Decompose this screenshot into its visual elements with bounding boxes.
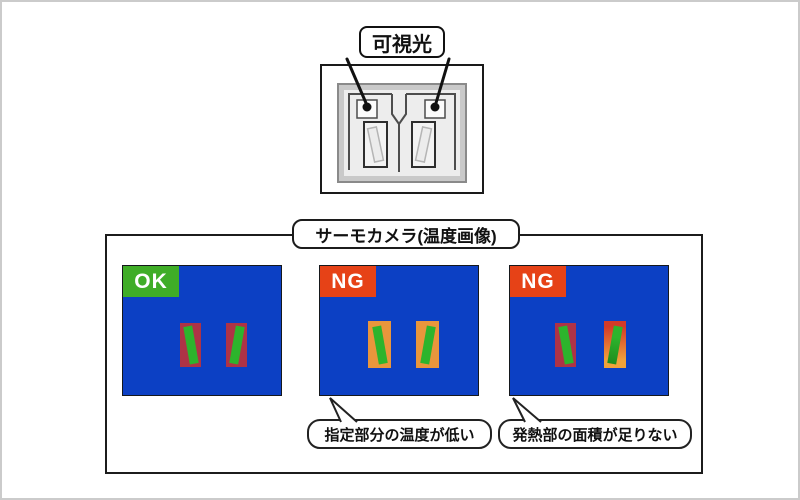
heater-element-left <box>366 126 385 163</box>
thermal-pad <box>416 321 439 368</box>
callout-low-temperature: 指定部分の温度が低い <box>307 419 492 449</box>
thermal-image-ng-small-area: NG <box>509 265 669 396</box>
heater-bar <box>557 325 574 365</box>
heater-bar <box>607 325 623 364</box>
heater-bar <box>371 325 388 364</box>
device-illustration <box>320 64 484 194</box>
heater-bar <box>182 325 199 365</box>
heater-element-right <box>414 126 433 163</box>
plate-edges <box>348 93 456 170</box>
heater-bar <box>419 325 436 364</box>
thermal-image-ng-low-temp: NG <box>319 265 479 396</box>
thermal-image-ok: OK <box>122 265 282 396</box>
thermal-pad <box>226 323 247 367</box>
ok-badge: OK <box>123 266 179 297</box>
thermal-pad-gradient <box>604 321 626 368</box>
thermal-camera-label: サーモカメラ(温度画像) <box>292 219 520 249</box>
heater-bar <box>228 325 245 365</box>
center-channel <box>391 94 407 172</box>
target-square-right <box>424 99 446 119</box>
target-square-left <box>356 99 378 119</box>
thermal-pad <box>180 323 201 367</box>
visible-light-label: 可視光 <box>359 26 445 58</box>
thermal-pad <box>368 321 391 368</box>
callout-insufficient-area: 発熱部の面積が足りない <box>498 419 692 449</box>
ng-badge: NG <box>510 266 566 297</box>
ng-badge: NG <box>320 266 376 297</box>
thermal-pad <box>555 323 576 367</box>
